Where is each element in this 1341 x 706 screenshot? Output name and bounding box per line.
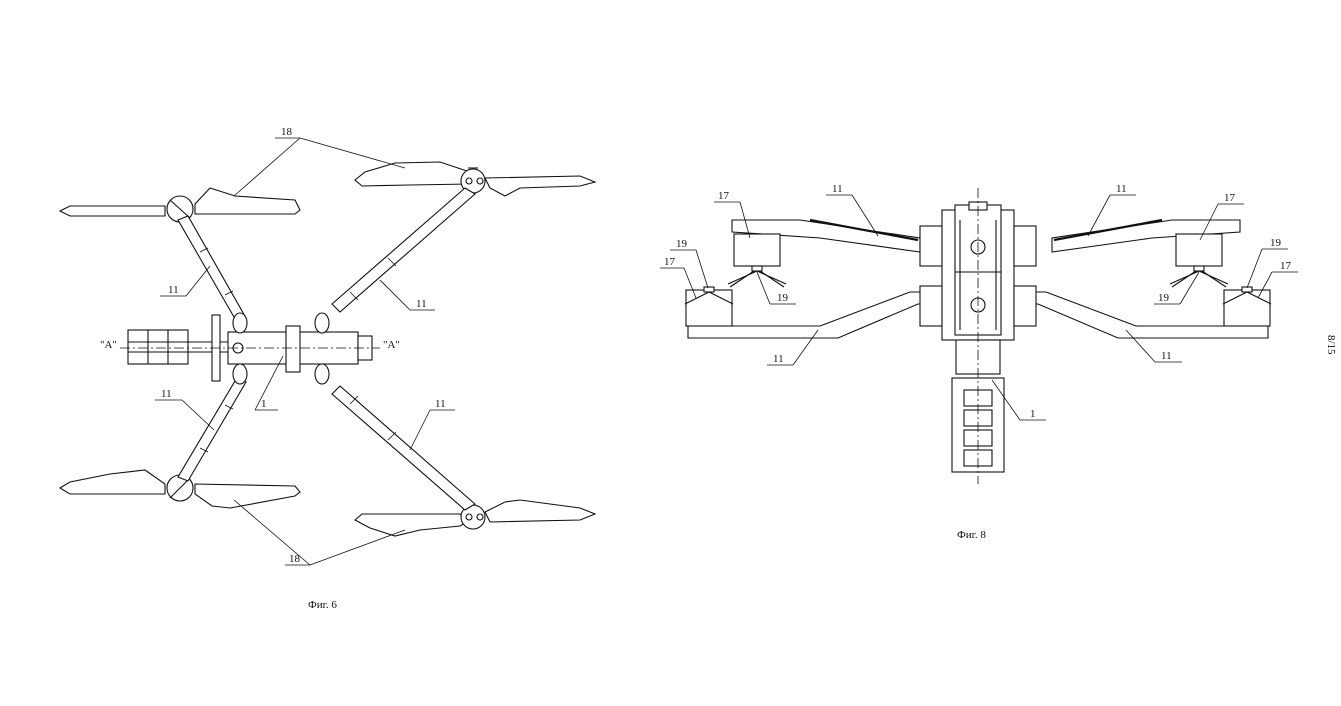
rotor-bottom-left [58, 469, 301, 509]
label-blade-bottom: 18 [289, 553, 301, 565]
blade [194, 483, 301, 509]
rotor-top-right [354, 161, 597, 197]
label-frame: 1 [1030, 408, 1036, 420]
label-arm-upper-left: 11 [168, 284, 179, 296]
box-lower-left [685, 289, 733, 327]
label-frame: 1 [261, 398, 267, 410]
label-arm-lower-right: 11 [435, 398, 446, 410]
section-label-left: "A" [100, 339, 117, 351]
arm [177, 215, 247, 325]
arms-upper [731, 218, 1241, 253]
label-box-lower-left: 17 [664, 256, 676, 268]
central-column [919, 188, 1037, 484]
blade [354, 513, 472, 537]
label-nozzle-lower-left: 19 [777, 292, 789, 304]
label-arm-upper-left: 11 [832, 183, 843, 195]
arms [177, 187, 476, 511]
nozzles [684, 265, 1272, 305]
label-box-lower-right: 17 [1280, 260, 1292, 272]
label-nozzle-upper-left: 19 [676, 238, 688, 250]
box-upper-right [1175, 233, 1223, 267]
label-arm-upper-right: 11 [1116, 183, 1127, 195]
caption-fig8: Фиг. 8 [957, 529, 986, 541]
blade [354, 161, 471, 187]
label-arm-upper-right: 11 [416, 298, 427, 310]
page-number: 8/15 [1325, 335, 1337, 355]
label-arm-lower-right: 11 [1161, 350, 1172, 362]
label-arm-lower-left: 11 [161, 388, 172, 400]
blade [58, 469, 166, 495]
central-frame [120, 312, 380, 385]
arm [331, 385, 476, 511]
label-box-upper-left: 17 [718, 190, 730, 202]
arm [1051, 219, 1241, 253]
frame-end-left [127, 329, 189, 365]
fig8-leaders: 11 11 11 11 17 17 17 17 19 [660, 183, 1298, 421]
blade [58, 205, 166, 217]
fig6-leaders: 18 18 11 11 11 11 1 [100, 126, 455, 566]
rotor-bottom-right [354, 499, 597, 537]
label-arm-lower-left: 11 [773, 353, 784, 365]
blade [484, 175, 597, 197]
figure-8: 11 11 11 11 17 17 17 17 19 [660, 183, 1298, 541]
arm [331, 187, 476, 313]
figure-6: 18 18 11 11 11 11 1 [58, 126, 597, 611]
box-upper-left [733, 233, 781, 267]
section-label-right: "A" [383, 339, 400, 351]
label-nozzle-lower-right: 19 [1270, 237, 1282, 249]
blade [194, 187, 301, 215]
blade [484, 499, 597, 523]
box-lower-right [1223, 289, 1271, 327]
caption-fig6: Фиг. 6 [308, 599, 337, 611]
label-box-upper-right: 17 [1224, 192, 1236, 204]
label-blade-top: 18 [281, 126, 293, 138]
rotor-top-left [58, 187, 301, 223]
label-nozzle-upper-right: 19 [1158, 292, 1170, 304]
